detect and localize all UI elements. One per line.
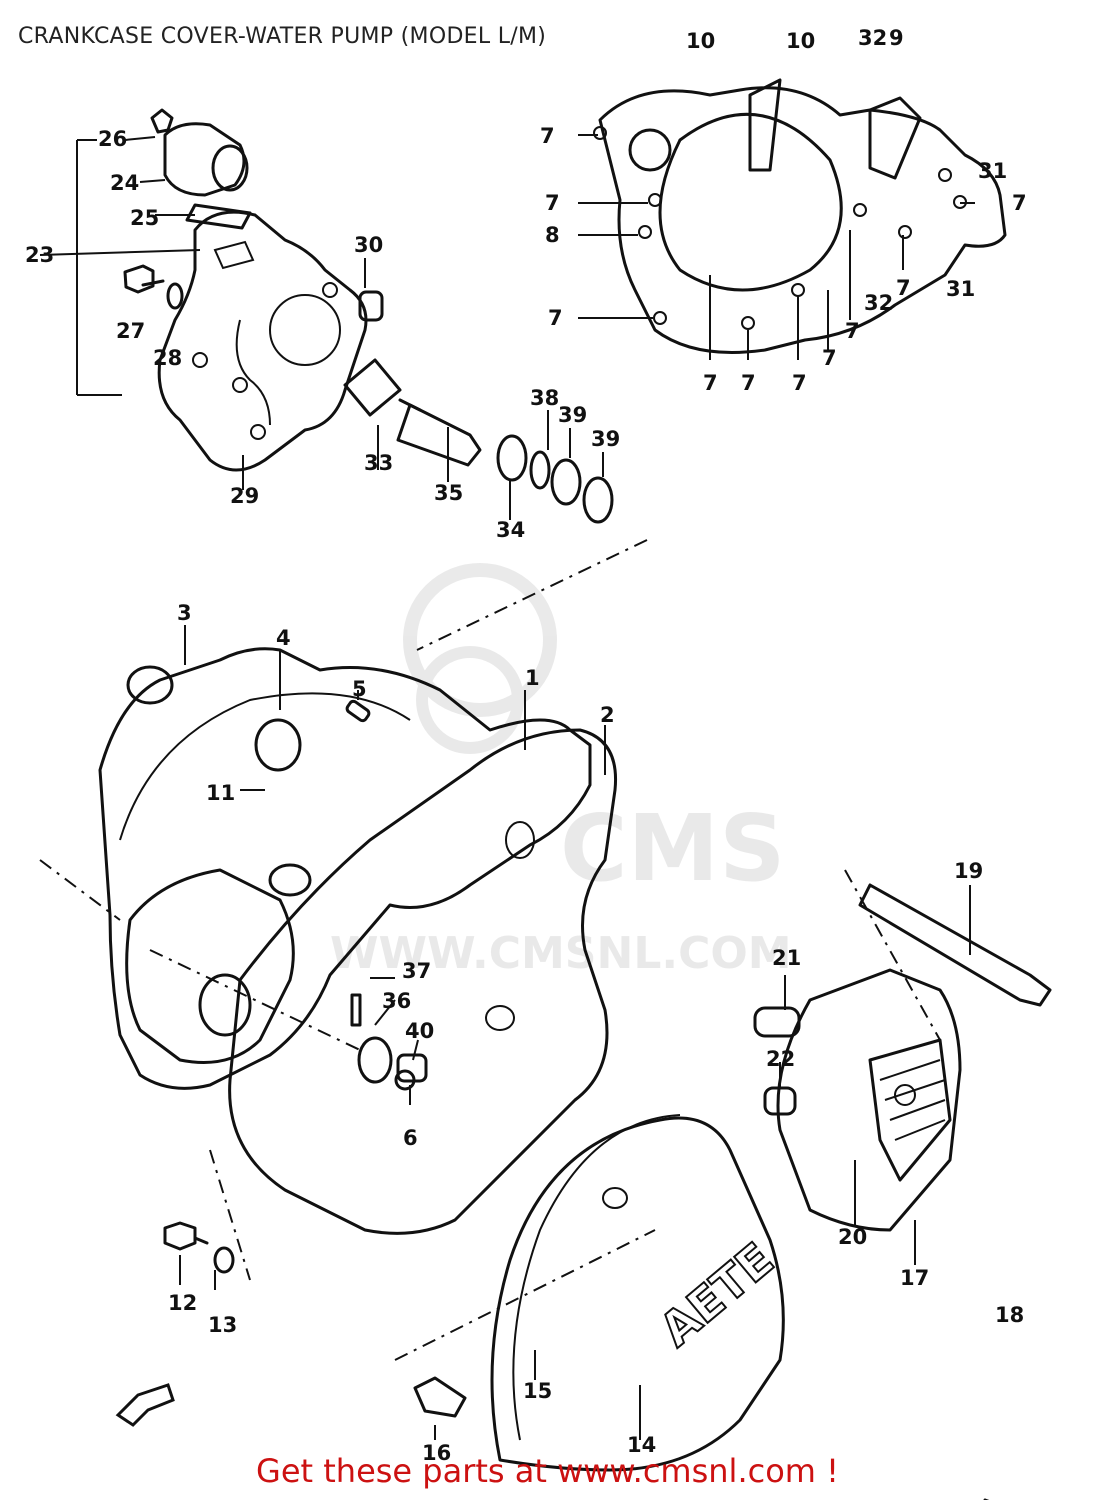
callout-7b: 7 (545, 191, 560, 215)
callout-32b: 32 (864, 291, 893, 315)
cap-11 (254, 718, 302, 772)
bolt-27 (123, 264, 165, 294)
front-arrow-icon (115, 1383, 175, 1427)
seal-34 (496, 434, 528, 482)
pin-37 (350, 993, 362, 1027)
callout-40: 40 (405, 1019, 434, 1043)
water-pump-cover (157, 122, 368, 472)
bearing-39b (582, 476, 614, 524)
callout-25: 25 (130, 206, 159, 230)
callout-17: 17 (900, 1266, 929, 1290)
callout-31a: 31 (978, 159, 1007, 183)
bolt-16 (413, 1376, 467, 1418)
watermark-logo-text: CMS (560, 795, 785, 902)
callout-37: 37 (402, 959, 431, 983)
collar-22 (763, 1086, 797, 1116)
generator-cover (593, 78, 1007, 354)
callout-30: 30 (354, 233, 383, 257)
callout-5: 5 (352, 677, 367, 701)
callout-7g: 7 (822, 346, 837, 370)
clutch-cover: AETE (490, 1114, 785, 1472)
callout-7h: 7 (845, 319, 860, 343)
callout-28: 28 (153, 346, 182, 370)
callout-23: 23 (25, 243, 54, 267)
callout-4: 4 (276, 626, 291, 650)
callout-31b: 31 (946, 277, 975, 301)
callout-10b: 10 (786, 29, 815, 53)
callout-15: 15 (523, 1379, 552, 1403)
callout-32a: 32 (858, 26, 887, 50)
callout-22: 22 (766, 1047, 795, 1071)
callout-19: 19 (954, 859, 983, 883)
callout-34: 34 (496, 518, 525, 542)
callout-7c: 7 (548, 306, 563, 330)
impeller-33 (343, 358, 402, 417)
callout-3: 3 (177, 601, 192, 625)
ring-38 (529, 450, 551, 490)
collar-21 (753, 1006, 801, 1038)
bolt-19 (858, 883, 1052, 1007)
water-pump-shaft-parts (343, 290, 614, 524)
callout-29: 29 (230, 484, 259, 508)
bolt-26 (150, 108, 174, 134)
bushing-30 (358, 290, 384, 322)
dowel-6 (396, 1053, 428, 1083)
callout-9: 9 (889, 26, 904, 50)
callout-14: 14 (627, 1433, 656, 1457)
callout-labels: 1 2 3 4 5 6 7 7 7 7 7 7 7 7 7 7 7 7 8 9 … (25, 26, 1027, 1465)
footer-link[interactable]: Get these parts at www.cmsnl.com ! (256, 1452, 839, 1490)
callout-2: 2 (600, 703, 615, 727)
callout-20: 20 (838, 1225, 867, 1249)
drain-bolt-12 (163, 1221, 197, 1251)
watermark: CMS WWW.CMSNL.COM (330, 563, 792, 979)
callout-16: 16 (422, 1441, 451, 1465)
callout-35: 35 (434, 481, 463, 505)
cover-lettering: AETE (650, 1232, 784, 1357)
callout-36: 36 (382, 989, 411, 1013)
dowel-5 (345, 699, 371, 723)
callout-33: 33 (364, 451, 393, 475)
shaft-35 (396, 403, 482, 467)
clip-40 (394, 1069, 416, 1091)
callout-7a: 7 (540, 124, 555, 148)
leader-lines (39, 134, 975, 1440)
callout-10a: 10 (686, 29, 715, 53)
gear-36 (357, 1036, 393, 1084)
watermark-url: WWW.CMSNL.COM (330, 928, 792, 979)
crankcase-cover (98, 647, 592, 1090)
callout-7e: 7 (741, 371, 756, 395)
callout-7i: 7 (896, 276, 911, 300)
callout-12: 12 (168, 1291, 197, 1315)
callout-13: 13 (208, 1313, 237, 1337)
callout-18: 18 (995, 1303, 1024, 1327)
side-cover (776, 968, 962, 1232)
callout-27: 27 (116, 319, 145, 343)
callout-39b: 39 (591, 427, 620, 451)
callout-24: 24 (110, 171, 139, 195)
washer-13 (213, 1246, 235, 1274)
callout-6: 6 (403, 1126, 418, 1150)
washer-28 (166, 282, 184, 310)
callout-7d: 7 (703, 371, 718, 395)
callout-38: 38 (530, 386, 559, 410)
page-title: CRANKCASE COVER-WATER PUMP (MODEL L/M) (18, 24, 547, 49)
callout-7f: 7 (792, 371, 807, 395)
callout-7j: 7 (1012, 191, 1027, 215)
callout-1: 1 (525, 666, 540, 690)
callout-39a: 39 (558, 403, 587, 427)
callout-11: 11 (206, 781, 235, 805)
bearing-39 (550, 458, 582, 506)
callout-8: 8 (545, 223, 560, 247)
callout-26: 26 (98, 127, 127, 151)
callout-21: 21 (772, 946, 801, 970)
gasket-2 (228, 728, 618, 1235)
